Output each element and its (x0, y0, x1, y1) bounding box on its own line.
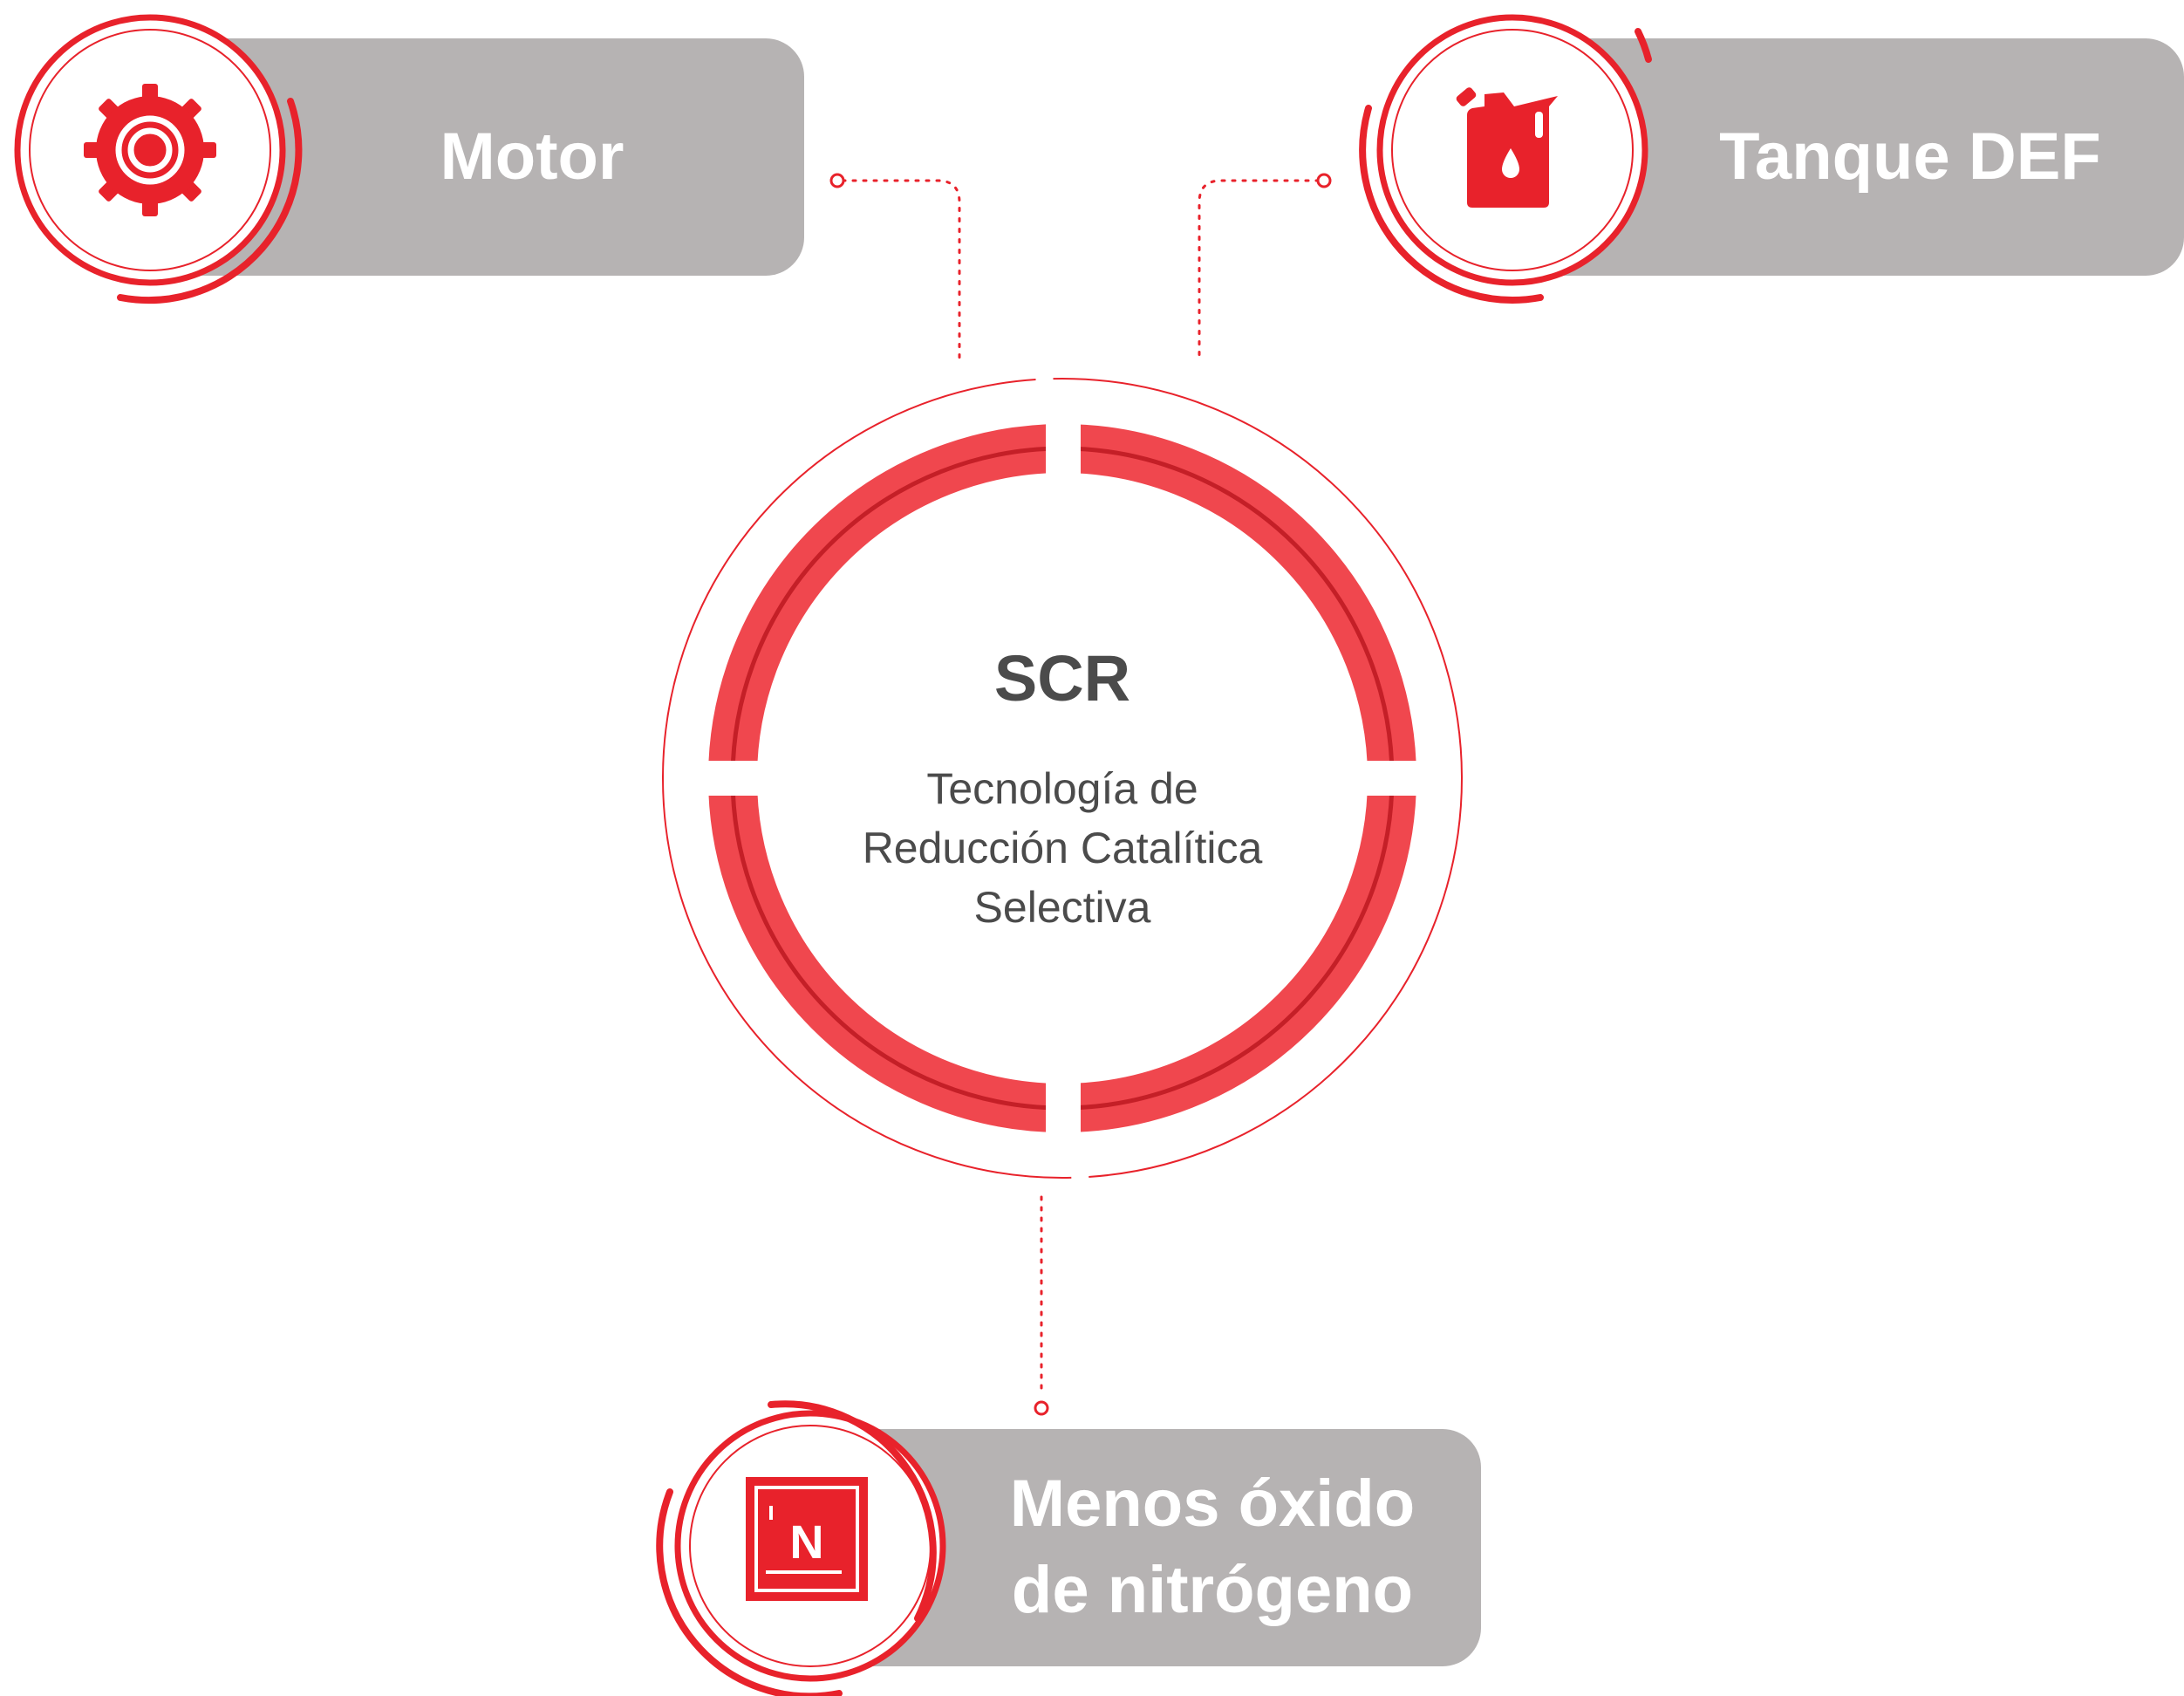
scr-gap-right (1348, 761, 1427, 796)
motor-node (14, 14, 303, 304)
nox-outer-arc-bottom (656, 1488, 843, 1696)
scr-subtitle-line-3: Selectiva (973, 883, 1151, 932)
scr-gap-top (1046, 419, 1081, 497)
gear-icon (84, 84, 216, 216)
def-connector-dot (1316, 173, 1332, 188)
scr-subtitle-line-2: Reducción Catalítica (862, 824, 1263, 872)
nitrogen-element-icon: N (746, 1477, 868, 1601)
motor-connector-dot (829, 173, 845, 188)
scr-ring (662, 378, 1463, 1179)
nox-label: Menos óxido de nitrógeno (986, 1429, 1439, 1666)
connectors (841, 179, 1321, 1398)
motor-connector-line (841, 179, 961, 364)
motor-label: Motor (440, 119, 624, 194)
nitrogen-symbol: N (790, 1516, 824, 1569)
scr-subtitle: Tecnología de Reducción Catalítica Selec… (801, 759, 1324, 937)
scr-gap-bottom (1046, 1060, 1081, 1139)
nox-label-line-1: Menos óxido (1009, 1467, 1416, 1542)
nox-outer-arc-top (768, 1400, 937, 1622)
motor-outer-arc (117, 98, 303, 304)
nox-label-line-2: de nitrógeno (1011, 1553, 1414, 1627)
scr-subtitle-line-1: Tecnología de (926, 764, 1198, 813)
scr-title: SCR (993, 642, 1131, 715)
def-label: Tanque DEF (1719, 119, 2101, 194)
def-label-pill (1553, 38, 2184, 276)
def-node (1359, 14, 1652, 304)
def-outer-arc (1359, 105, 1544, 304)
nox-node: N (656, 1400, 946, 1696)
fuel-tank-icon (1456, 87, 1558, 208)
nox-connector-dot (1034, 1400, 1049, 1416)
def-connector-line (1198, 179, 1321, 364)
scr-outer-thin-ring (662, 378, 1463, 1179)
scr-gap-left (698, 761, 776, 796)
